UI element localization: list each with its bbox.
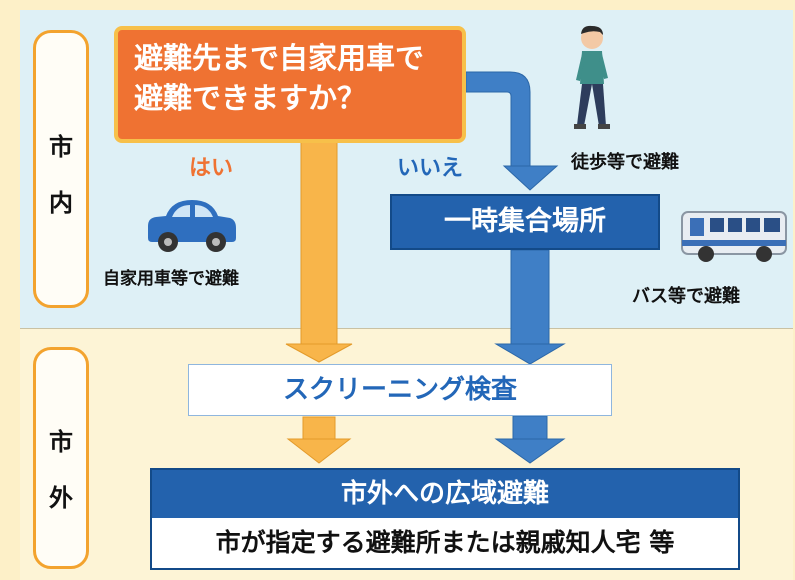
inside-label-char-2: 内 (49, 189, 73, 217)
outside-evacuation-detail: 市が指定する避難所または親戚知人宅 等 (150, 518, 740, 570)
question-line-2: 避難できますか？ (134, 81, 367, 115)
question-line-1: 避難先まで自家用車で (134, 41, 425, 75)
question-box: 避難先まで自家用車で 避難できますか？ (114, 26, 466, 143)
outside-evacuation-title: 市外への広域避難 (150, 468, 740, 518)
screening-box: スクリーニング検査 (188, 364, 612, 416)
car-evacuation-label: 自家用車等で避難 (103, 269, 239, 289)
walk-evacuation-label: 徒歩等で避難 (571, 152, 679, 173)
car-icon (148, 200, 236, 252)
bus-icon (681, 211, 787, 262)
inside-label-char-1: 市 (49, 133, 73, 161)
bus-evacuation-label: バス等で避難 (632, 286, 740, 307)
outside-label-char-2: 外 (49, 484, 73, 512)
no-arrow (465, 71, 566, 464)
walking-person-icon (574, 25, 610, 129)
outside-label-char-1: 市 (49, 428, 73, 456)
no-label: いいえ (397, 156, 464, 181)
yes-arrow (285, 139, 353, 464)
assembly-point-box: 一時集合場所 (390, 194, 660, 250)
outside-city-label: 市 外 (33, 347, 89, 569)
yes-label: はい (189, 156, 234, 181)
inside-city-label: 市 内 (33, 30, 89, 308)
